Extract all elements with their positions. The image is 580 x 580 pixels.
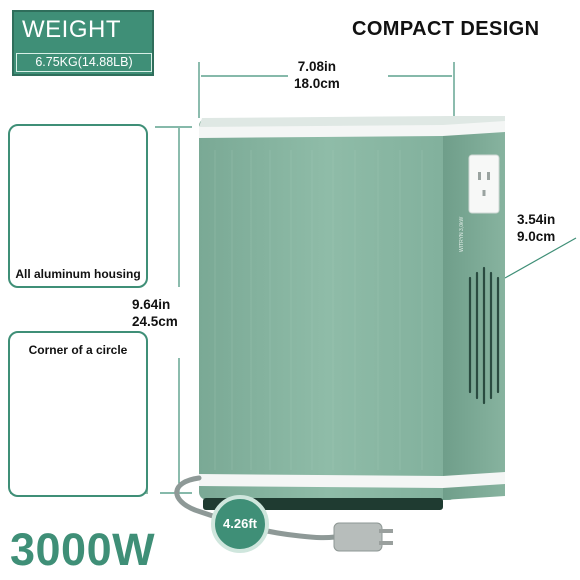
width-cm: 18.0cm (294, 76, 340, 91)
corner-circle-card: Corner of a circle (8, 331, 148, 497)
power-rating: 3000W (10, 524, 156, 575)
aluminum-housing-card: All aluminum housing (8, 124, 148, 288)
height-dimension: 9.64in 24.5cm (132, 296, 178, 330)
width-dimension: 7.08in 18.0cm (294, 58, 340, 92)
width-in: 7.08in (297, 59, 337, 74)
svg-text:WITRYN 3,0kW: WITRYN 3,0kW (459, 217, 465, 252)
weight-value: 6.75KG(14.88LB) (16, 53, 152, 72)
compact-design-title: COMPACT DESIGN (352, 18, 540, 40)
height-cm: 24.5cm (132, 314, 178, 329)
cord-length-badge: 4.26ft (211, 495, 269, 553)
weight-title: WEIGHT (22, 16, 121, 43)
dimension-guides (155, 62, 577, 494)
depth-in: 3.54in (517, 212, 556, 227)
inverter-unit: WITRYN 3,0kW (199, 116, 505, 510)
feature-label: All aluminum housing (15, 267, 141, 281)
height-in: 9.64in (132, 297, 171, 312)
feature-label: Corner of a circle (28, 343, 128, 357)
depth-cm: 9.0cm (517, 229, 556, 244)
depth-dimension: 3.54in 9.0cm (517, 211, 555, 245)
weight-badge: WEIGHT 6.75KG(14.88LB) (12, 10, 154, 76)
